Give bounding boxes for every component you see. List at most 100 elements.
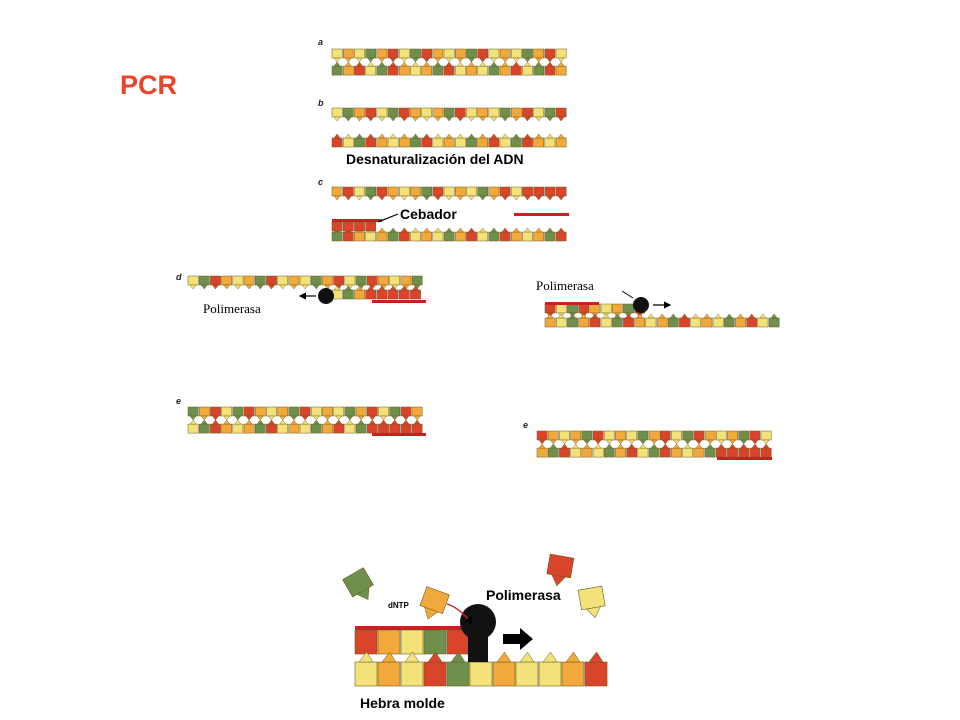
g-dr-bottom-block xyxy=(679,317,690,328)
g-d-top-block xyxy=(400,275,412,286)
g-d-top-tooth xyxy=(267,284,276,290)
g-d-top-tooth xyxy=(234,284,242,290)
g-e-bottom-tooth xyxy=(335,419,343,425)
g-a-top-tooth xyxy=(411,57,420,63)
g-b-top-tooth xyxy=(557,116,565,122)
free-dntp-tooth xyxy=(424,606,439,620)
g-er-top-block xyxy=(749,430,761,441)
polymerase-clamp xyxy=(468,634,488,662)
g-e-top-block xyxy=(232,406,244,417)
g-dr-bottom-block xyxy=(735,317,746,328)
g-a-bottom-block xyxy=(387,65,399,76)
g-er-top-tooth xyxy=(762,439,770,445)
g-er-bottom-tooth xyxy=(717,443,725,449)
new-strand-block xyxy=(400,629,424,655)
g-c-top-block xyxy=(331,186,343,197)
g-er-bottom-tooth xyxy=(549,443,557,449)
g-er-top-tooth xyxy=(717,439,725,445)
new-strand-block xyxy=(377,629,401,655)
g-a-top-block xyxy=(365,48,377,59)
g-a-top-tooth xyxy=(456,57,464,63)
g-a-bottom-tooth xyxy=(445,61,453,67)
g-c-top-tooth xyxy=(400,195,408,201)
g-er-top-tooth xyxy=(538,439,546,445)
g-e-top-tooth xyxy=(279,415,287,421)
g-a-bottom-tooth xyxy=(512,61,520,67)
g-a-bottom-tooth xyxy=(344,61,352,67)
g-er-bottom-tooth xyxy=(672,443,681,449)
g-dr-bottom-tooth xyxy=(580,313,588,319)
g-c-bottom-tooth xyxy=(501,227,509,233)
template-tooth xyxy=(542,651,558,663)
g-a-bottom-tooth xyxy=(535,61,543,67)
g-a-top-tooth xyxy=(445,57,453,63)
g-er-top-block xyxy=(581,430,593,441)
g-c-bottom-tooth xyxy=(523,227,532,233)
g-a-top-tooth xyxy=(557,57,565,63)
g-a-bottom-block xyxy=(499,65,511,76)
g-d-bottom-tooth xyxy=(367,285,375,291)
g-er-bottom-block xyxy=(615,447,626,458)
g-e-bottom-tooth xyxy=(357,419,365,425)
g-b-top-tooth xyxy=(523,116,532,122)
g-c-top-block xyxy=(432,186,444,197)
polymerase-label-right: Polimerasa xyxy=(536,278,594,293)
panel-letter-c: c xyxy=(318,177,323,187)
g-a-top-block xyxy=(331,48,343,59)
g-a-top-tooth xyxy=(344,57,352,63)
g-e-top-block xyxy=(333,406,345,417)
g-c-bottom-tooth xyxy=(490,227,498,233)
g-b-top-block xyxy=(499,107,511,118)
g-c-bottom-tooth xyxy=(535,227,543,233)
g-er-bottom-tooth xyxy=(628,443,636,449)
g-er-bottom-tooth xyxy=(583,443,591,449)
g-c-bottom-block xyxy=(342,231,354,242)
g-b-bottom-tooth xyxy=(333,133,341,139)
g-a-bottom-block xyxy=(410,65,421,76)
g-d-top-block xyxy=(210,275,221,286)
g-c-top-block xyxy=(533,186,545,197)
g-c-top-block xyxy=(510,186,522,197)
g-b-bottom-tooth xyxy=(445,133,453,139)
g-b-bottom-block xyxy=(555,137,567,148)
g-e-top-tooth xyxy=(245,415,253,421)
g-a-bottom-tooth xyxy=(333,61,341,67)
g-a-top-tooth xyxy=(546,57,554,63)
g-c-bottom-tooth xyxy=(512,227,520,233)
g-dr-bottom-tooth xyxy=(725,313,733,319)
g-er-top-block xyxy=(682,430,694,441)
g-e-top-tooth xyxy=(312,415,320,421)
g-er-top-block xyxy=(727,430,738,441)
g-c-top-block xyxy=(555,186,567,197)
g-d-top-block xyxy=(322,275,333,286)
g-c-bottom-block xyxy=(421,231,433,242)
g-c-top-tooth xyxy=(512,195,520,201)
g-a-top-block xyxy=(421,48,433,59)
g-e-top-tooth xyxy=(379,415,388,421)
g-e-top-tooth xyxy=(357,415,365,421)
g-er-top-block xyxy=(559,430,570,441)
g-d-top-block xyxy=(411,275,423,286)
g-er-top-tooth xyxy=(628,439,636,445)
g-a-top-tooth xyxy=(367,57,375,63)
g-b-bottom-tooth xyxy=(411,133,420,139)
g-b-top-block xyxy=(354,107,365,118)
g-e-bottom-tooth xyxy=(290,419,298,425)
g-a-top-tooth xyxy=(535,57,543,63)
g-er-bottom-block xyxy=(682,447,694,458)
g-e-bottom-tooth xyxy=(223,419,231,425)
g-d-bottom-block xyxy=(410,289,421,300)
g-e-bottom-block xyxy=(389,423,401,434)
g-c-top-block xyxy=(477,186,489,197)
g-e-bottom-tooth xyxy=(267,419,276,425)
g-er-top-tooth xyxy=(583,439,591,445)
g-b-bottom-tooth xyxy=(434,133,442,139)
template-tooth xyxy=(381,651,397,663)
g-b-top-block xyxy=(421,107,433,118)
g-a-bottom-block xyxy=(398,65,410,76)
g-a-bottom-block xyxy=(443,65,455,76)
g-a-bottom-block xyxy=(522,65,533,76)
g-e-top-tooth xyxy=(413,415,421,421)
g-dr-bottom-block xyxy=(757,317,769,328)
g-d-top-block xyxy=(333,275,345,286)
